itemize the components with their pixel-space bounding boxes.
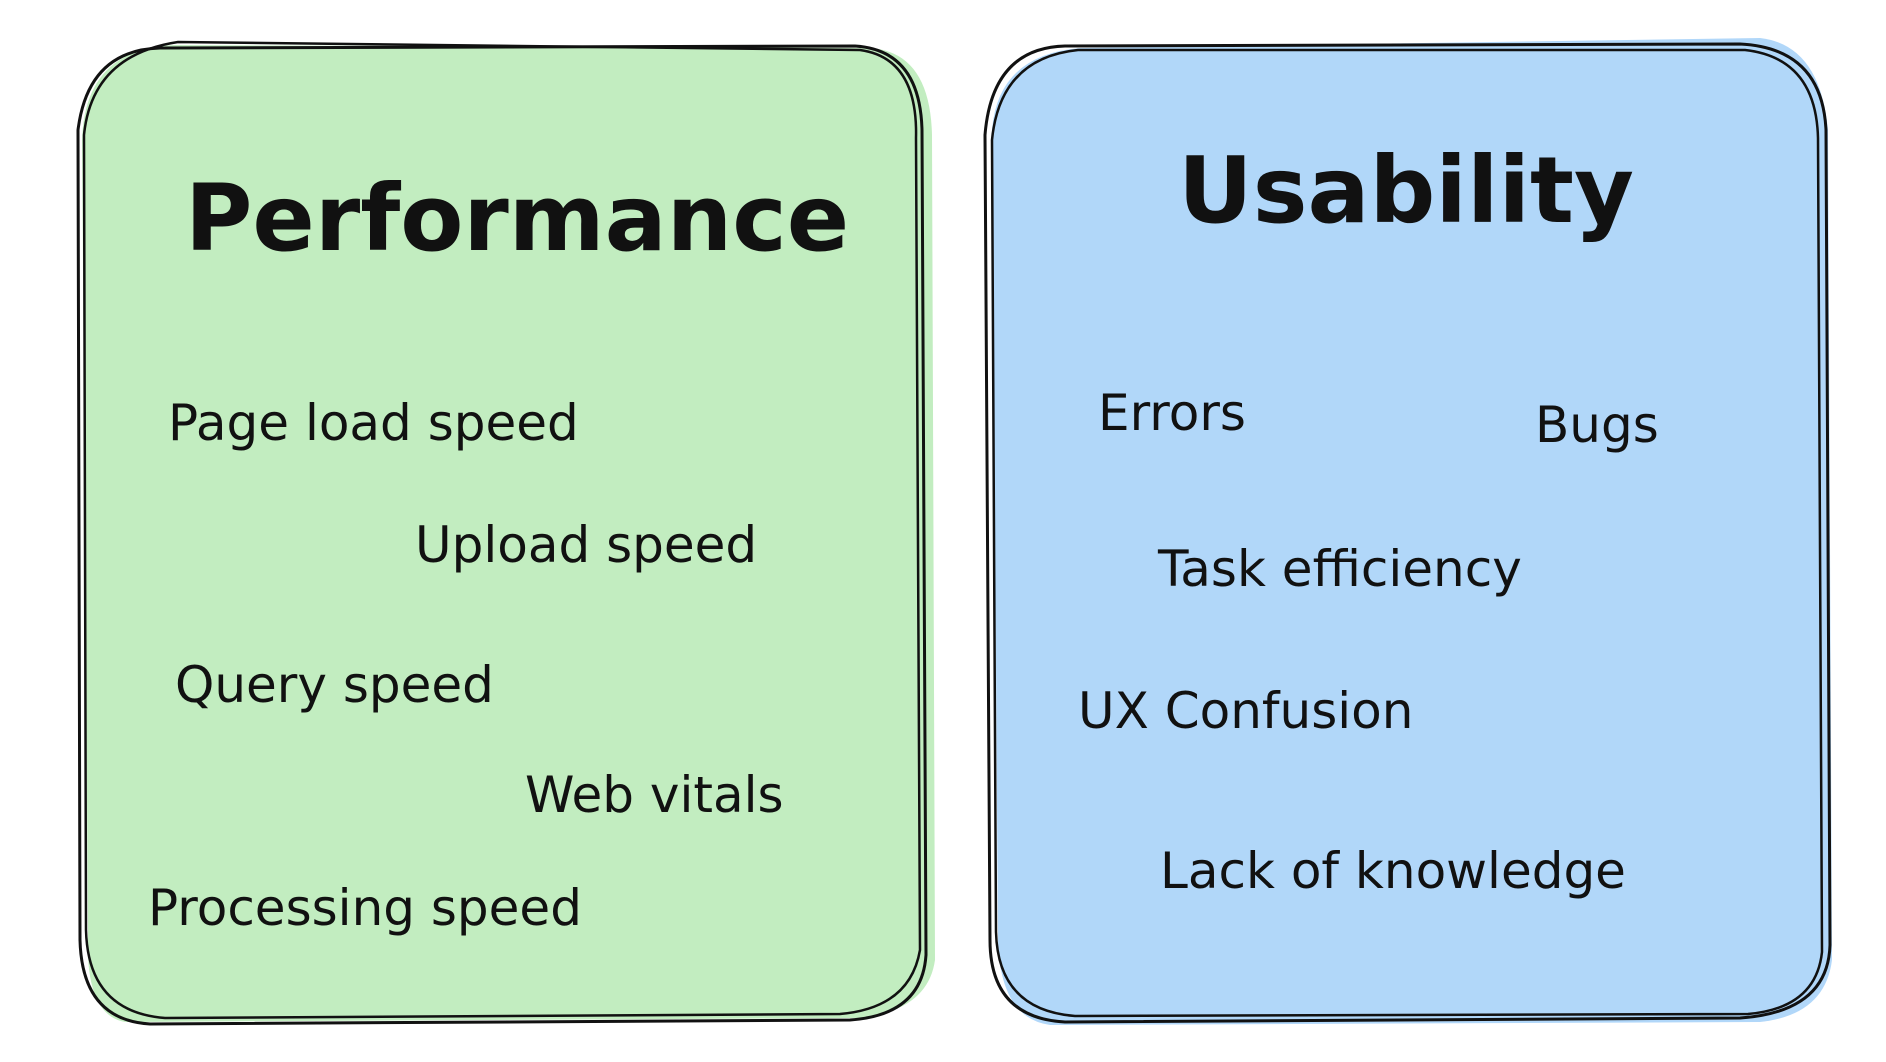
usability-card: Usability Errors Bugs Task efficiency UX…: [983, 38, 1832, 1025]
usability-item-errors: Errors: [1098, 384, 1246, 442]
usability-item-lack-of-knowledge: Lack of knowledge: [1160, 842, 1626, 900]
performance-card-border-sketch: [82, 40, 922, 1020]
usability-item-bugs: Bugs: [1535, 396, 1659, 454]
usability-item-ux-confusion: UX Confusion: [1078, 682, 1413, 740]
usability-card-border: [983, 42, 1832, 1024]
performance-card: Performance Page load speed Upload speed…: [76, 40, 935, 1026]
usability-card-fill: [992, 38, 1832, 1025]
performance-item-processing-speed: Processing speed: [148, 879, 582, 937]
performance-item-query-speed: Query speed: [175, 656, 494, 714]
usability-item-task-efficiency: Task efficiency: [1157, 540, 1522, 598]
usability-card-border-sketch: [990, 48, 1824, 1018]
performance-item-page-load-speed: Page load speed: [168, 394, 579, 452]
performance-item-upload-speed: Upload speed: [415, 516, 757, 574]
performance-card-fill: [82, 45, 935, 1022]
performance-card-border: [76, 44, 928, 1026]
performance-title: Performance: [185, 165, 849, 272]
usability-title: Usability: [1178, 137, 1634, 244]
performance-item-web-vitals: Web vitals: [525, 766, 784, 824]
